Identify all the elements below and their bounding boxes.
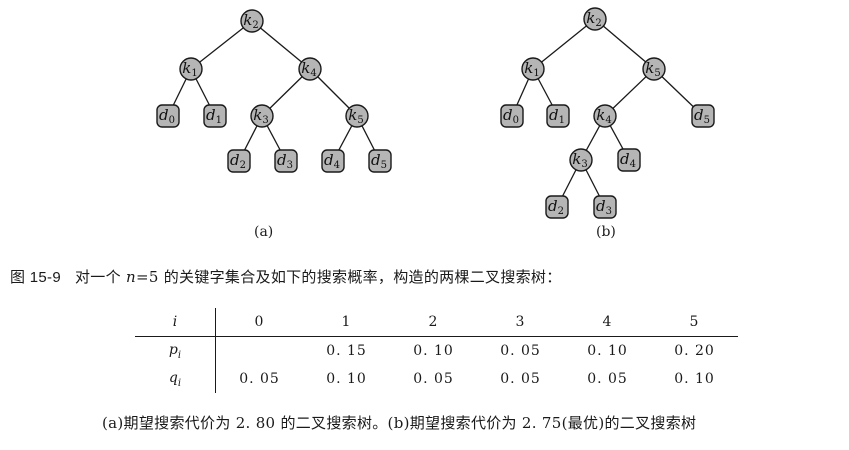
tree-a: k2 k1 k4 d0 d1 k3 k5 d2 d3 d4 d5 bbox=[156, 9, 392, 173]
key-node-circle bbox=[593, 104, 617, 128]
dummy-leaf-box bbox=[321, 149, 345, 173]
dummy-leaf-d1: d1 bbox=[546, 104, 570, 128]
figure-caption-text-before: 对一个 bbox=[75, 268, 121, 286]
dummy-leaf-d4: d4 bbox=[321, 149, 345, 173]
table-cell: 0. 10 bbox=[326, 371, 367, 387]
dummy-leaf-box bbox=[545, 195, 569, 219]
dummy-leaf-box bbox=[617, 148, 641, 172]
col-header: 1 bbox=[303, 308, 390, 337]
table-row-p: pi 0. 15 0. 10 0. 05 0. 10 0. 20 bbox=[135, 336, 738, 366]
key-node-k4: k4 bbox=[593, 104, 617, 128]
dummy-leaf-box bbox=[691, 104, 715, 128]
dummy-leaf-box bbox=[203, 104, 227, 128]
figure-caption-var: n bbox=[125, 268, 136, 286]
key-node-k1: k1 bbox=[179, 57, 203, 81]
key-node-k3: k3 bbox=[250, 104, 274, 128]
table-cell: 0. 05 bbox=[239, 371, 280, 387]
table-cell: 0. 05 bbox=[587, 371, 628, 387]
key-node-circle bbox=[583, 7, 607, 31]
table-cell: 0. 10 bbox=[674, 371, 715, 387]
probability-table: i 0 1 2 3 4 5 pi 0. 15 0. 10 0. 05 0. 10… bbox=[135, 308, 738, 393]
col-header: 4 bbox=[564, 308, 651, 337]
col-header: 2 bbox=[390, 308, 477, 337]
table-cell: 0. 05 bbox=[413, 371, 454, 387]
row-header-q: qi bbox=[135, 365, 216, 393]
dummy-leaf-d3: d3 bbox=[593, 195, 617, 219]
dummy-leaf-d0: d0 bbox=[500, 104, 524, 128]
table-cell: 0. 10 bbox=[587, 343, 628, 359]
tree-b: k2 k1 k5 d0 d1 k4 d5 k3 d4 d2 d3 bbox=[500, 7, 715, 219]
key-node-circle bbox=[240, 9, 264, 33]
table-header-row: i 0 1 2 3 4 5 bbox=[135, 308, 738, 337]
table-cell: 0. 05 bbox=[500, 343, 541, 359]
col-header: 5 bbox=[651, 308, 738, 337]
table-cell: 0. 20 bbox=[674, 343, 715, 359]
key-node-circle bbox=[298, 57, 322, 81]
figure-caption-text-after: =5 的关键字集合及如下的搜索概率，构造的两棵二叉搜索树： bbox=[135, 268, 562, 286]
dummy-leaf-box bbox=[227, 149, 251, 173]
key-node-k2: k2 bbox=[240, 9, 264, 33]
dummy-leaf-d2: d2 bbox=[545, 195, 569, 219]
dummy-leaf-box bbox=[274, 149, 298, 173]
tree-a-caption: (a) bbox=[254, 224, 274, 240]
dummy-leaf-box bbox=[593, 195, 617, 219]
key-node-k2: k2 bbox=[583, 7, 607, 31]
tree-b-caption: (b) bbox=[596, 224, 616, 240]
dummy-leaf-d5: d5 bbox=[368, 149, 392, 173]
figure-note: (a)期望搜索代价为 2. 80 的二叉搜索树。(b)期望搜索代价为 2. 75… bbox=[102, 414, 697, 432]
key-node-k5: k5 bbox=[642, 57, 666, 81]
tree-edge bbox=[532, 18, 596, 70]
dummy-leaf-d3: d3 bbox=[274, 149, 298, 173]
figure-number: 图 15-9 bbox=[10, 269, 61, 286]
key-node-circle bbox=[345, 104, 369, 128]
row-header-i: i bbox=[135, 308, 216, 337]
key-node-k3: k3 bbox=[569, 148, 593, 172]
key-node-circle bbox=[179, 57, 203, 81]
row-header-p: pi bbox=[135, 336, 216, 365]
dummy-leaf-d0: d0 bbox=[156, 104, 180, 128]
dummy-leaf-d2: d2 bbox=[227, 149, 251, 173]
table-row-q: qi 0. 05 0. 10 0. 05 0. 05 0. 05 0. 10 bbox=[135, 365, 738, 393]
key-node-circle bbox=[521, 57, 545, 81]
dummy-leaf-box bbox=[368, 149, 392, 173]
key-node-circle bbox=[642, 57, 666, 81]
col-header: 0 bbox=[215, 308, 303, 337]
dummy-leaf-box bbox=[156, 104, 180, 128]
dummy-leaf-d1: d1 bbox=[203, 104, 227, 128]
dummy-leaf-box bbox=[546, 104, 570, 128]
key-node-k5: k5 bbox=[345, 104, 369, 128]
table-cell: 0. 05 bbox=[500, 371, 541, 387]
col-header: 3 bbox=[477, 308, 564, 337]
key-node-circle bbox=[569, 148, 593, 172]
table-cell: 0. 10 bbox=[413, 343, 454, 359]
dummy-leaf-d5: d5 bbox=[691, 104, 715, 128]
dummy-leaf-box bbox=[500, 104, 524, 128]
dummy-leaf-d4: d4 bbox=[617, 148, 641, 172]
table-cell: 0. 15 bbox=[326, 343, 367, 359]
table-cell bbox=[216, 337, 304, 366]
key-node-k4: k4 bbox=[298, 57, 322, 81]
figure-caption: 图 15-9 对一个 n=5 的关键字集合及如下的搜索概率，构造的两棵二叉搜索树： bbox=[10, 266, 562, 287]
key-node-k1: k1 bbox=[521, 57, 545, 81]
tree-edge bbox=[190, 20, 253, 70]
tree-edge bbox=[251, 20, 311, 70]
tree-edge bbox=[594, 18, 655, 70]
key-node-circle bbox=[250, 104, 274, 128]
